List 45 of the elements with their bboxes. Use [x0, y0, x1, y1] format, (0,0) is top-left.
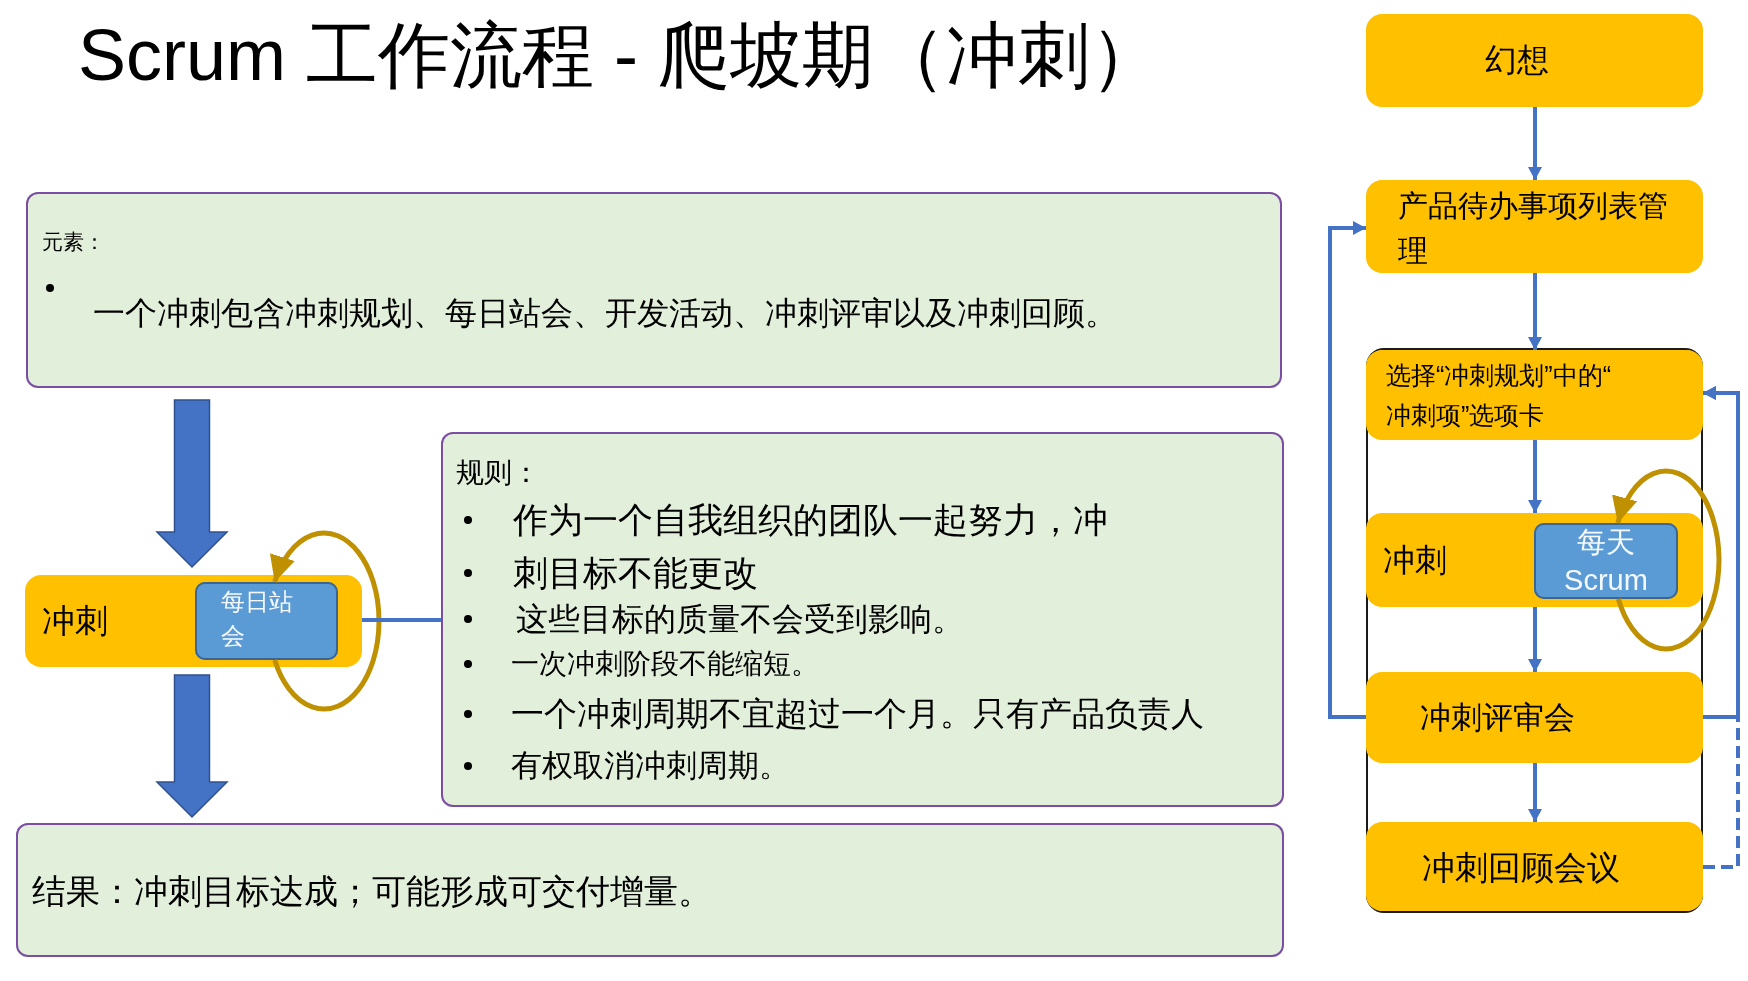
box-label: 产品待办事项列表管理	[1398, 188, 1669, 269]
result-text: 结果：冲刺目标达成；可能形成可交付增量。	[32, 871, 712, 912]
arrow	[1528, 607, 1542, 672]
bullet-text: 作为一个自我组织的团队一起努力，冲	[513, 499, 1108, 541]
process-box	[1366, 14, 1703, 107]
process-box	[1366, 180, 1703, 273]
bullet-text: 有权取消冲刺周期。	[511, 747, 790, 784]
box-label: 每天 Scrum	[1563, 525, 1649, 598]
bullet-text: 一个冲刺包含冲刺规划、每日站会、开发活动、冲刺评审以及冲刺回顾。	[93, 294, 1117, 332]
dashed-arrow	[1703, 386, 1740, 869]
bullet-text: 一个冲刺周期不宜超过一个月。只有产品负责人	[511, 694, 1204, 734]
loop-arrow	[271, 530, 382, 712]
box-label: 冲刺	[42, 601, 108, 641]
info-panel	[441, 432, 1284, 807]
arrow	[1528, 273, 1542, 350]
title: Scrum 工作流程 - 爬坡期（冲刺）	[78, 14, 1162, 97]
process-box	[1366, 672, 1703, 763]
bullet-text: 刺目标不能更改	[513, 552, 758, 594]
arrow	[1328, 221, 1366, 719]
loop-arrow	[1613, 468, 1722, 652]
box-label: 选择“冲刺规划”中的“冲刺项”选项卡	[1386, 360, 1612, 431]
panel-heading: 元素：	[42, 229, 105, 254]
box-label: 每日站会	[221, 587, 294, 651]
block-arrow	[155, 674, 229, 819]
box-label: 冲刺评审会	[1420, 699, 1575, 736]
arrow	[1528, 107, 1542, 180]
panel-heading: 规则：	[456, 456, 540, 490]
bullet-text: 这些目标的质量不会受到影响。	[516, 600, 964, 638]
process-box	[1366, 350, 1703, 440]
info-panel	[16, 823, 1284, 957]
process-box	[25, 575, 362, 667]
box-label: 冲刺回顾会议	[1422, 848, 1620, 888]
process-box	[1366, 822, 1703, 911]
arrow	[1528, 763, 1542, 822]
group-frame	[1366, 348, 1703, 913]
sub-process-box	[1534, 523, 1678, 599]
block-arrow	[155, 399, 229, 569]
box-label: 幻想	[1485, 41, 1549, 79]
box-label: 冲刺	[1383, 541, 1447, 579]
arrow	[1528, 440, 1542, 513]
process-box	[1366, 513, 1703, 607]
info-panel	[26, 192, 1282, 388]
bullet-text: 一次冲刺阶段不能缩短。	[511, 647, 819, 681]
connector-line	[362, 618, 441, 622]
sub-process-box	[195, 582, 338, 660]
